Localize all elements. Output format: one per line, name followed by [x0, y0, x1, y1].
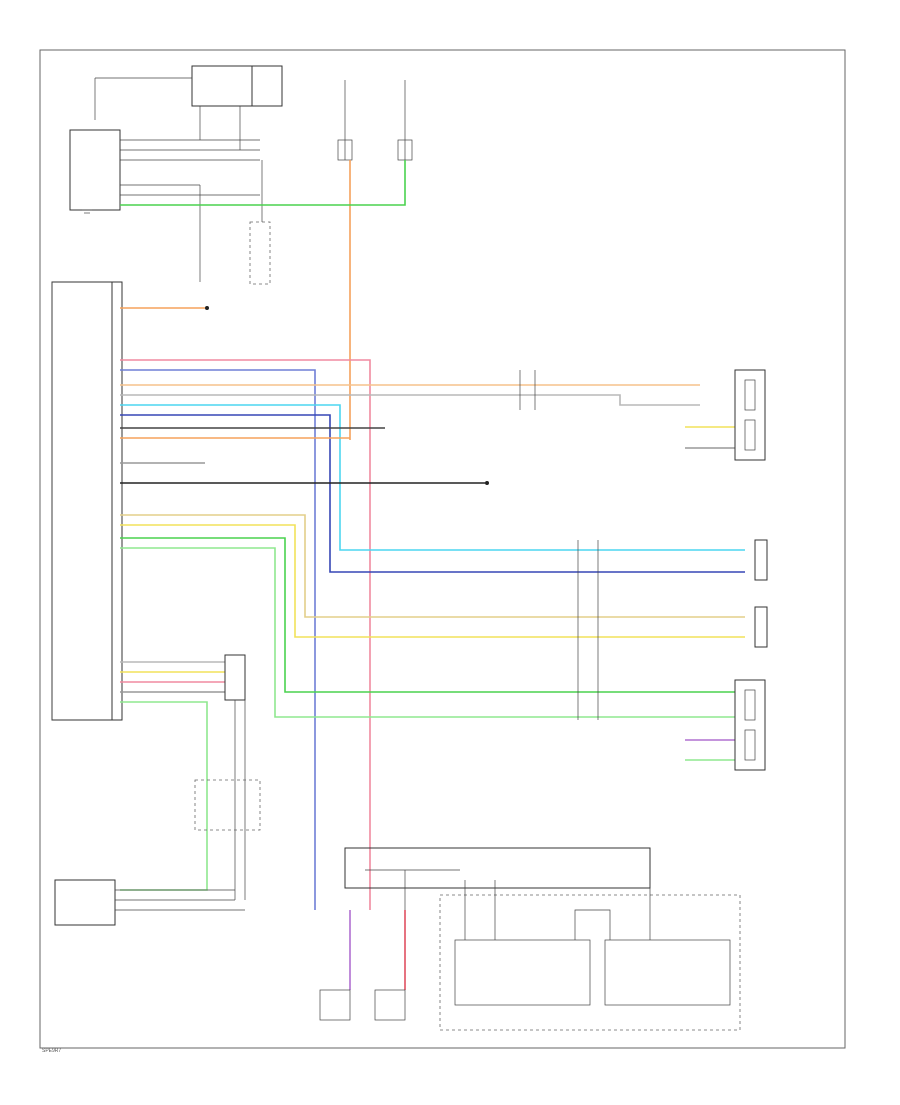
- wire-light-green-right-rear: [120, 547, 735, 718]
- wire-gray-left-door: [120, 394, 700, 406]
- lower-connector: [194, 654, 261, 900]
- wire-green-right-rear: [120, 537, 735, 693]
- right-rear-speaker: [754, 539, 768, 581]
- fuse-block: [94, 65, 283, 161]
- wire-yellow-left-rear: [120, 524, 745, 638]
- right-door-speaker: [734, 679, 766, 771]
- wire-dark-blue: [120, 414, 745, 573]
- diagram-frame: [39, 49, 846, 1049]
- footer-code: SPE9R7: [42, 1048, 61, 1054]
- radio-module: [51, 281, 123, 721]
- right-junction: [577, 540, 599, 720]
- left-rear-speaker: [754, 606, 768, 648]
- wire-green-top: [120, 160, 406, 206]
- clockspring: [319, 847, 651, 1021]
- wires: [120, 160, 745, 990]
- ground-symbols: [82, 209, 92, 214]
- wire-tan-left-rear: [120, 514, 745, 618]
- upper-connector: [69, 129, 260, 282]
- top-connectors: [337, 80, 413, 161]
- wire-pink: [120, 359, 371, 910]
- steering-wheel-controls: [439, 880, 741, 1031]
- steering-control-box: [54, 879, 245, 926]
- junction-dashed-box: [249, 221, 271, 285]
- wire-light-blue: [120, 404, 745, 551]
- wire-blue: [120, 369, 316, 910]
- left-door-speaker: [734, 369, 766, 461]
- left-door-junction: [519, 370, 536, 410]
